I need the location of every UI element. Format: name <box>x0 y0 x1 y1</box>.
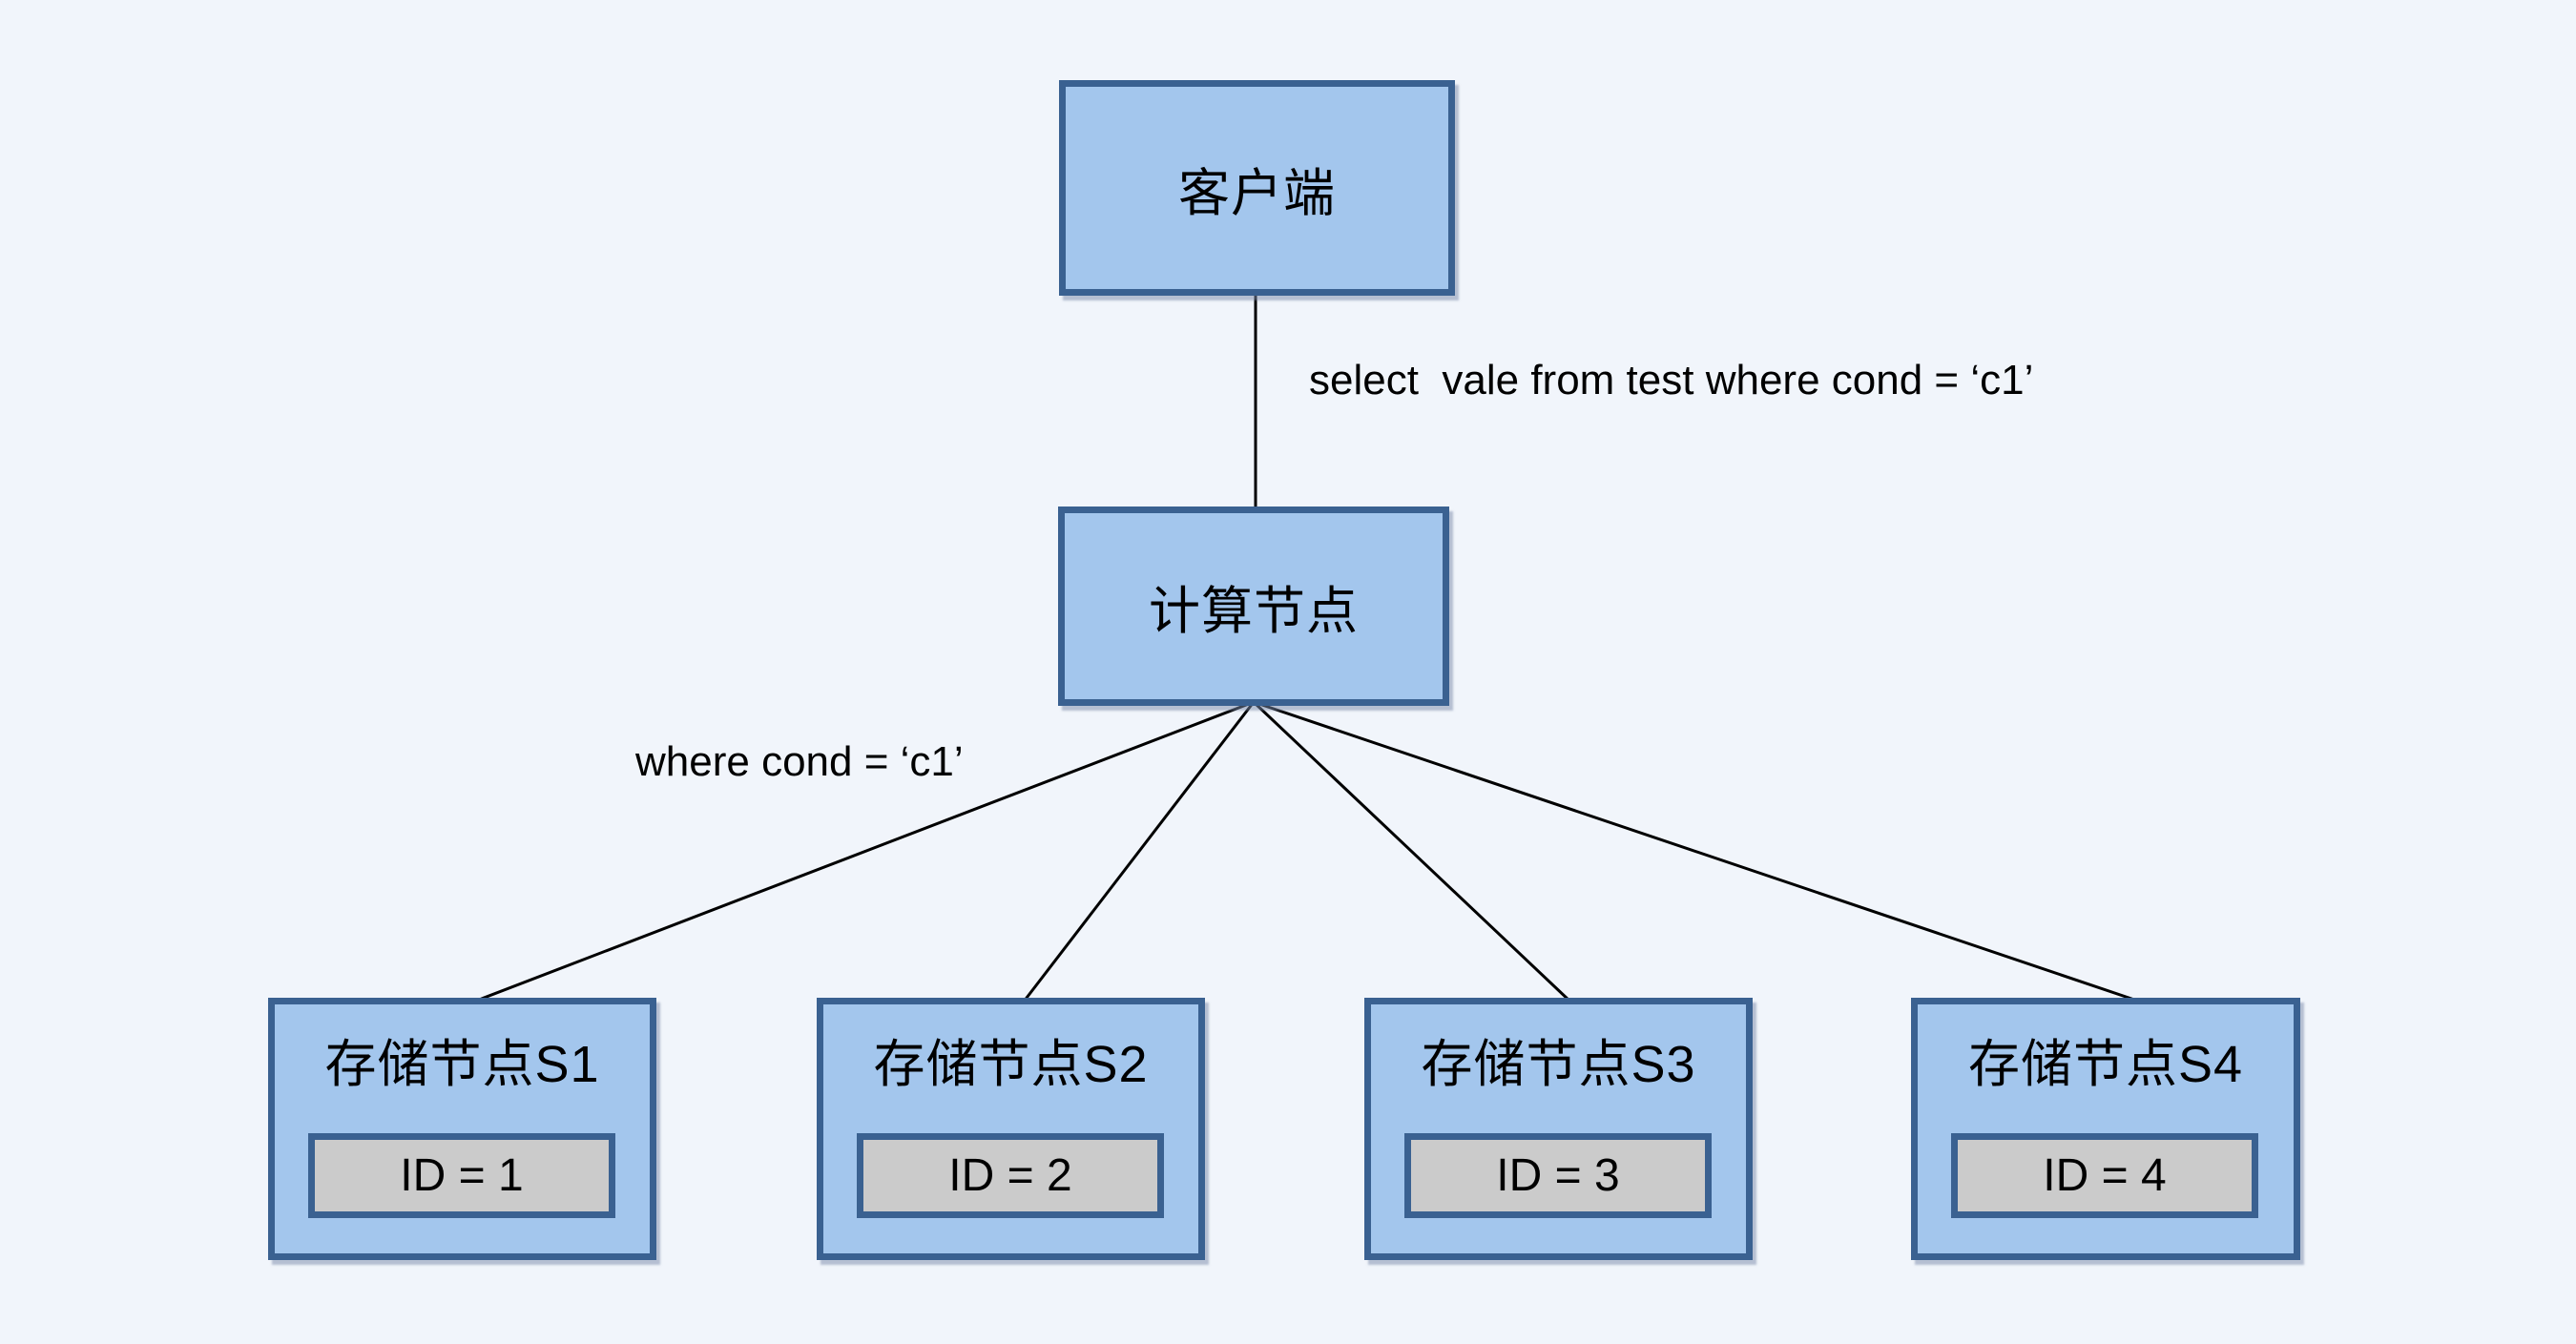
storage-node-s3-label: 存储节点S3 <box>1421 1036 1696 1093</box>
storage-node-s1-id-box: ID = 1 <box>308 1133 615 1218</box>
storage-node-s2-id-box: ID = 2 <box>857 1133 1164 1218</box>
client-node-box: 客户端 <box>1059 80 1455 296</box>
storage-node-s4-id-box: ID = 4 <box>1951 1133 2258 1218</box>
connector-compute-s2 <box>1022 701 1256 1003</box>
storage-node-s2-label: 存储节点S2 <box>873 1036 1149 1093</box>
storage-node-s1-id-label: ID = 1 <box>400 1150 524 1201</box>
storage-node-s2-id-label: ID = 2 <box>948 1150 1072 1201</box>
edge-label-select-query: select vale from test where cond = ‘c1’ <box>1309 357 2034 403</box>
storage-node-s4-label: 存储节点S4 <box>1967 1036 2244 1093</box>
storage-node-s3-box: 存储节点S3 ID = 3 <box>1364 998 1753 1260</box>
storage-node-s1-box: 存储节点S1 ID = 1 <box>268 998 656 1260</box>
storage-node-s4-id-label: ID = 4 <box>2043 1150 2167 1201</box>
connector-compute-s3 <box>1252 700 1572 1003</box>
storage-node-s3-id-label: ID = 3 <box>1496 1150 1620 1201</box>
compute-node-box: 计算节点 <box>1058 507 1449 706</box>
edge-label-where-condition: where cond = ‘c1’ <box>635 738 964 785</box>
storage-node-s1-label: 存储节点S1 <box>324 1036 600 1093</box>
connector-compute-s4 <box>1253 700 2141 1003</box>
storage-node-s2-box: 存储节点S2 ID = 2 <box>817 998 1205 1260</box>
storage-node-s4-box: 存储节点S4 ID = 4 <box>1911 998 2300 1260</box>
storage-node-s3-id-box: ID = 3 <box>1404 1133 1712 1218</box>
